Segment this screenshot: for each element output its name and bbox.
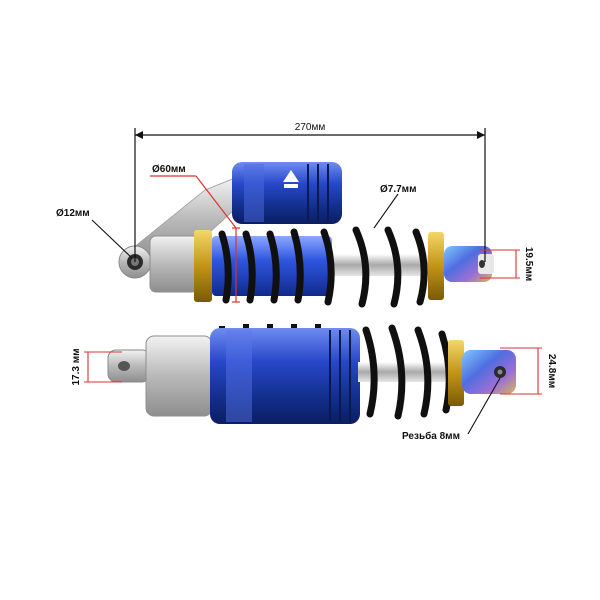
top-shock-absorber: [118, 162, 494, 308]
bottom-silver-body: [145, 335, 213, 417]
dimension-body-diameter: [150, 175, 240, 303]
label-bottom-mount-width: 24.8мм: [546, 354, 557, 388]
bottom-shock-absorber: [107, 324, 516, 424]
label-spring-wire: Ø7.7мм: [380, 184, 416, 195]
dimension-bottom-eye-width: [84, 351, 122, 383]
label-bottom-eye-width: 17.3 мм: [71, 348, 82, 385]
top-gold-collar: [194, 230, 212, 302]
bottom-gold-collar: [448, 340, 464, 406]
dimension-eye-diameter: [91, 219, 133, 259]
top-piston-shaft: [330, 254, 440, 276]
label-body-diameter: Ø60мм: [152, 164, 186, 175]
top-silver-body: [149, 235, 199, 293]
dimension-spring-wire: [373, 193, 399, 229]
brand-logo-icon: [283, 170, 299, 182]
label-top-mount-width: 19.5мм: [523, 247, 534, 281]
top-reservoir: [232, 162, 342, 224]
dimension-thread: [467, 377, 501, 435]
bottom-main-body: [210, 328, 360, 424]
bottom-clevis-mount: [462, 350, 516, 394]
top-lower-gold-collar: [428, 232, 444, 300]
label-eye-diameter: Ø12мм: [56, 208, 90, 219]
dimension-bottom-mount-width: [500, 347, 542, 395]
label-total-length: 270мм: [295, 122, 326, 133]
top-coil-spring: [218, 226, 428, 308]
dimension-overall-length: [134, 128, 486, 262]
label-thread: Резьба 8мм: [402, 430, 460, 442]
dimension-top-mount-width: [480, 249, 520, 279]
